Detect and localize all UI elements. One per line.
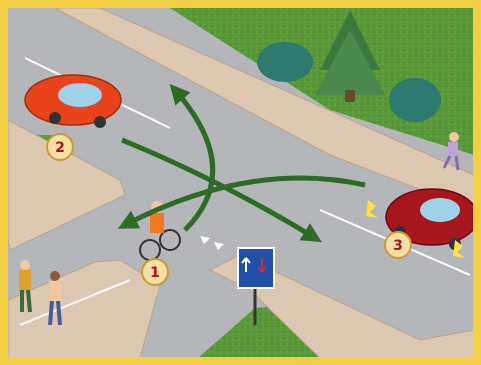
- badge-label-1: 1: [150, 265, 160, 281]
- participant-badge-2: 2: [47, 134, 73, 160]
- badge-label-2: 2: [55, 140, 65, 156]
- badge-label-3: 3: [393, 238, 403, 254]
- participant-badge-1: 1: [142, 259, 168, 285]
- participant-badge-3: 3: [385, 232, 411, 258]
